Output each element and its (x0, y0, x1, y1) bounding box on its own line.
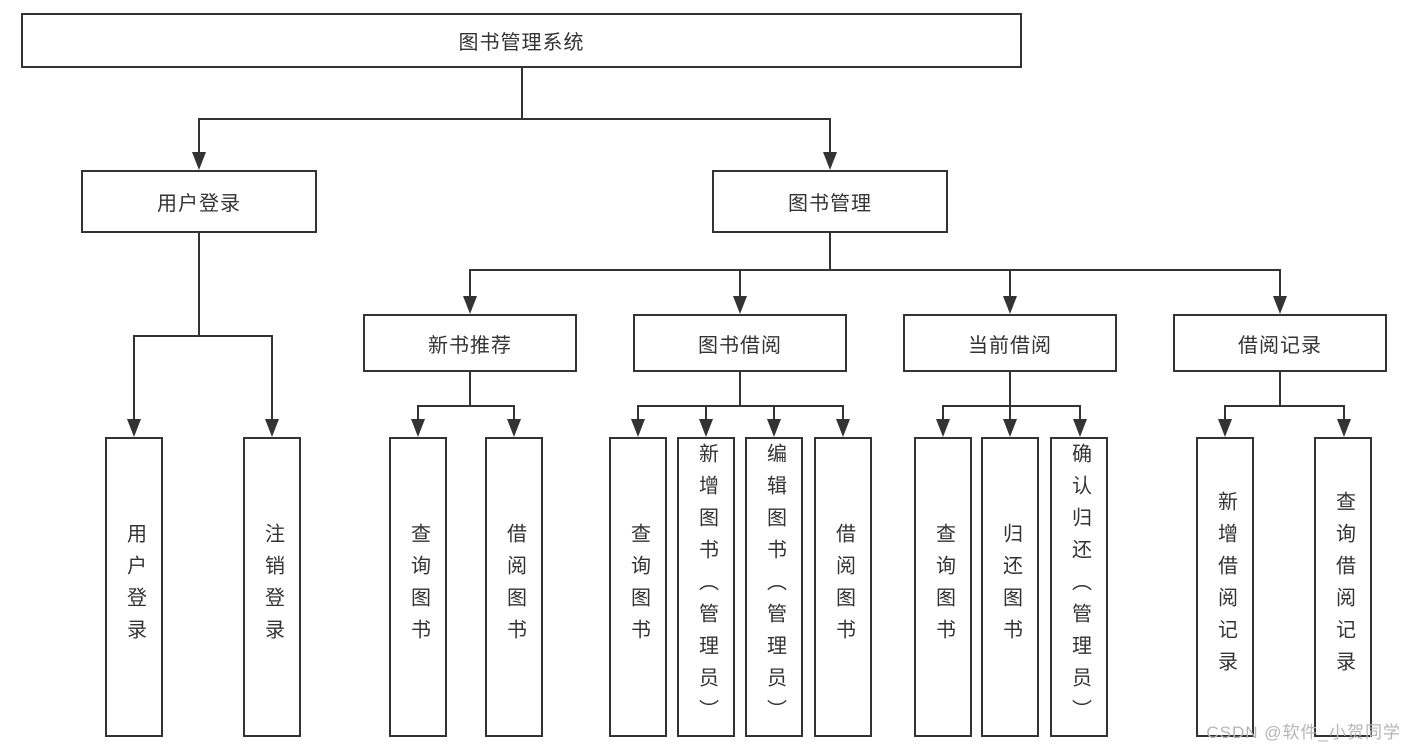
leaf-bor-borrow-book: 借阅图书 (814, 437, 872, 737)
leaf-user-login-label: 用户登录 (123, 523, 146, 651)
connector-line (417, 405, 515, 407)
arrow-down-icon (192, 152, 206, 170)
leaf-bor-add-book-label: 新增图书（管理员） (695, 443, 718, 731)
connector-line (1009, 372, 1011, 407)
arrow-down-icon (823, 152, 837, 170)
node-borrow-record: 借阅记录 (1173, 314, 1387, 372)
node-current-borrow-label: 当前借阅 (968, 334, 1052, 357)
connector-line (942, 405, 944, 421)
arrow-down-icon (1273, 296, 1287, 314)
connector-line (739, 269, 741, 298)
connector-line (1079, 405, 1081, 421)
arrow-down-icon (936, 419, 950, 437)
connector-line (842, 405, 844, 421)
connector-line (1279, 269, 1281, 298)
node-root-label: 图书管理系统 (458, 32, 585, 54)
connector-line (829, 233, 831, 271)
arrow-down-icon (1218, 419, 1232, 437)
arrow-down-icon (1003, 296, 1017, 314)
leaf-rec-borrow-book: 借阅图书 (485, 437, 543, 737)
arrow-down-icon (1073, 419, 1087, 437)
leaf-logout-label: 注销登录 (261, 523, 284, 651)
arrow-down-icon (836, 419, 850, 437)
connector-line (469, 269, 471, 298)
node-current-borrow: 当前借阅 (903, 314, 1117, 372)
connector-line (637, 405, 639, 421)
leaf-rec-borrow-book-label: 借阅图书 (503, 523, 526, 651)
node-root: 图书管理系统 (21, 13, 1022, 68)
connector-line (773, 405, 775, 421)
leaf-cur-confirm-return-label: 确认归还（管理员） (1068, 443, 1091, 731)
connector-line (513, 405, 515, 421)
arrow-down-icon (507, 419, 521, 437)
leaf-bor-query-book: 查询图书 (609, 437, 667, 737)
connector-line (198, 233, 200, 337)
node-new-book-rec: 新书推荐 (363, 314, 577, 372)
connector-line (133, 335, 135, 421)
node-new-book-rec-label: 新书推荐 (428, 334, 512, 357)
node-book-borrow: 图书借阅 (633, 314, 847, 372)
connector-line (417, 405, 419, 421)
node-user-login: 用户登录 (81, 170, 317, 233)
leaf-cur-return-book-label: 归还图书 (999, 523, 1022, 651)
arrow-down-icon (1003, 419, 1017, 437)
connector-line (271, 335, 273, 421)
arrow-down-icon (265, 419, 279, 437)
leaf-logout: 注销登录 (243, 437, 301, 737)
connector-line (942, 405, 1081, 407)
leaf-rec-query-book: 查询图书 (389, 437, 447, 737)
arrow-down-icon (463, 296, 477, 314)
connector-line (198, 118, 200, 154)
arrow-down-icon (733, 296, 747, 314)
node-book-mgmt: 图书管理 (712, 170, 948, 233)
leaf-cur-query-book-label: 查询图书 (932, 523, 955, 651)
leaf-user-login: 用户登录 (105, 437, 163, 737)
leaf-bor-add-book: 新增图书（管理员） (677, 437, 735, 737)
connector-line (1009, 269, 1011, 298)
connector-line (469, 269, 1281, 271)
arrow-down-icon (127, 419, 141, 437)
connector-line (829, 118, 831, 154)
connector-line (198, 118, 831, 120)
leaf-rec-add-record-label: 新增借阅记录 (1214, 491, 1237, 683)
connector-line (1009, 405, 1011, 421)
arrow-down-icon (631, 419, 645, 437)
leaf-bor-edit-book-label: 编辑图书（管理员） (763, 443, 786, 731)
csdn-watermark: CSDN @软件_小贺同学 (1206, 723, 1401, 742)
connector-line (1279, 372, 1281, 407)
leaf-rec-add-record: 新增借阅记录 (1196, 437, 1254, 737)
arrow-down-icon (767, 419, 781, 437)
leaf-cur-confirm-return: 确认归还（管理员） (1050, 437, 1108, 737)
leaf-cur-return-book: 归还图书 (981, 437, 1039, 737)
node-book-mgmt-label: 图书管理 (788, 193, 872, 215)
leaf-bor-borrow-book-label: 借阅图书 (832, 523, 855, 651)
arrow-down-icon (699, 419, 713, 437)
arrow-down-icon (411, 419, 425, 437)
connector-line (739, 372, 741, 407)
connector-line (133, 335, 273, 337)
node-user-login-label: 用户登录 (157, 193, 241, 215)
leaf-rec-query-record: 查询借阅记录 (1314, 437, 1372, 737)
node-book-borrow-label: 图书借阅 (698, 334, 782, 357)
leaf-bor-edit-book: 编辑图书（管理员） (745, 437, 803, 737)
connector-line (469, 372, 471, 407)
leaf-bor-query-book-label: 查询图书 (627, 523, 650, 651)
leaf-rec-query-record-label: 查询借阅记录 (1332, 491, 1355, 683)
connector-line (705, 405, 707, 421)
leaf-cur-query-book: 查询图书 (914, 437, 972, 737)
connector-line (521, 68, 523, 120)
node-borrow-record-label: 借阅记录 (1238, 334, 1322, 357)
connector-line (1343, 405, 1345, 421)
connector-line (637, 405, 844, 407)
leaf-rec-query-book-label: 查询图书 (407, 523, 430, 651)
arrow-down-icon (1337, 419, 1351, 437)
connector-line (1224, 405, 1345, 407)
connector-line (1224, 405, 1226, 421)
